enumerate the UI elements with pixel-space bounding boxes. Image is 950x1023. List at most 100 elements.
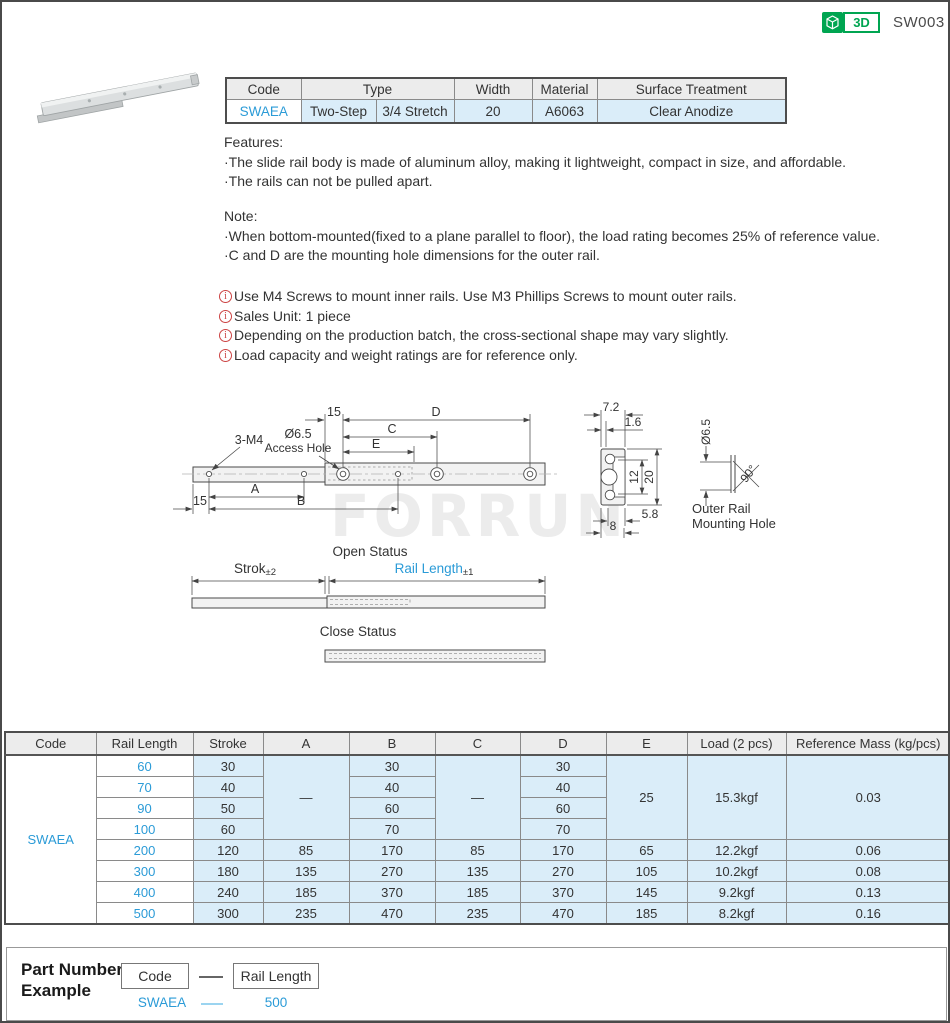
badge-3d-label[interactable]: 3D [843,12,880,33]
rail-length-cell[interactable]: 70 [95,776,194,798]
note-item: ·C and D are the mounting hole dimension… [224,247,600,263]
table-cell: 470 [519,902,607,925]
open-status-title: Open Status [332,544,407,559]
table-cell: 40 [519,776,607,798]
dim-label-15-bottom: 15 [193,494,207,508]
dim-header-row: Code Rail Length Stroke A B C D E Load (… [4,731,948,756]
close-status-title: Close Status [320,624,397,639]
dim-label-a: A [251,482,260,496]
part-number-example-title: Part Number Example [21,960,124,1000]
code-example-value: SWAEA [137,995,187,1010]
table-cell: 105 [605,860,688,882]
table-cell: 70 [519,818,607,840]
rail-length-cell[interactable]: 500 [95,902,194,925]
dim-header: C [434,731,521,756]
spec-table: Code Type Width Material Surface Treatme… [225,77,787,124]
table-cell: 60 [348,797,436,819]
table-cell: 170 [519,839,607,861]
table-cell: 10.2kgf [686,860,787,882]
stroke-dim-label: Strok±2 [234,561,276,578]
rail-length-cell[interactable]: 60 [95,754,194,777]
page-part-code: SW003 [893,14,945,31]
table-cell: 185 [605,902,688,925]
table-cell: 0.16 [785,902,948,925]
spec-header-material: Material [531,77,598,100]
table-cell: 50 [192,797,264,819]
table-row: SWAEA 60 30 — 30 — 30 25 15.3kgf 0.03 [4,754,948,925]
table-cell: 0.06 [785,839,948,861]
warning-text: Depending on the production batch, the c… [234,327,729,344]
spec-surface-value: Clear Anodize [596,99,787,124]
info-icon: i [219,348,232,362]
features-item: ·The rails can not be pulled apart. [224,173,433,189]
table-row: 300 180 135 270 135 270 105 10.2kgf 0.08 [5,860,948,882]
dim-label-e: E [372,437,380,451]
spec-header-row: Code Type Width Material Surface Treatme… [225,77,787,100]
warning-item: i Use M4 Screws to mount inner rails. Us… [219,287,737,307]
dim-label-8: 8 [610,519,617,533]
warning-text: Load capacity and weight ratings are for… [234,346,578,363]
dim-label-d: D [431,405,440,419]
rail-length-example-value: 500 [264,995,288,1010]
table-cell: 65 [605,839,688,861]
note-title: Note: [224,208,258,224]
table-cell: 120 [192,839,264,861]
rail-length-cell[interactable]: 200 [95,839,194,861]
dim-label-16: 1.6 [625,415,642,429]
rail-length-cell[interactable]: 300 [95,860,194,882]
watermark: FORRUN [330,482,628,550]
dim-label-20: 20 [642,470,656,484]
spec-value-row: SWAEA Two-Step 3/4 Stretch 20 A6063 Clea… [225,99,787,124]
table-cell: 30 [348,754,436,777]
table-cell: 60 [519,797,607,819]
table-cell: 40 [192,776,264,798]
table-cell: 300 [192,902,264,925]
rail-length-dim-label: Rail Length±1 [395,561,474,578]
warning-text: Use M4 Screws to mount inner rails. Use … [234,288,737,304]
spec-type-stretch: 3/4 Stretch [375,99,455,124]
dim-header: D [519,731,607,756]
table-cell: 135 [262,860,350,882]
table-row: 400 240 185 370 185 370 145 9.2kgf 0.13 [5,881,948,903]
rail-length-label-box: Rail Length [233,963,319,989]
dim-header: Code [4,731,97,756]
rail-length-cell[interactable]: 400 [95,881,194,903]
note-block: Note: ·When bottom-mounted(fixed to a pl… [224,207,880,266]
technical-drawing: FORRUN 3-M4 Ø6.5 Access Hole [173,400,776,663]
dim-header: Stroke [192,731,264,756]
table-cell: 12.2kgf [686,839,787,861]
table-cell: 235 [262,902,350,925]
table-cell: — [434,754,521,840]
dim-label-58: 5.8 [642,507,659,521]
warning-text: Sales Unit: 1 piece [234,307,351,324]
rail-length-cell[interactable]: 100 [95,818,194,840]
dim-label-72: 7.2 [603,400,620,414]
warning-item: i Load capacity and weight ratings are f… [219,346,737,366]
table-cell: 25 [605,754,688,840]
dim-header: Rail Length [95,731,194,756]
table-cell: 185 [262,881,350,903]
table-cell: 60 [192,818,264,840]
mounting-hole-label-1: Outer Rail [692,501,751,516]
spec-header-surface: Surface Treatment [596,77,787,100]
warning-item: i Sales Unit: 1 piece [219,307,737,327]
badge-3d-group[interactable]: 3D [822,12,880,33]
mounting-hole-dia-label: Ø6.5 [699,419,713,445]
dim-header: B [348,731,436,756]
spec-code-value[interactable]: SWAEA [225,99,302,124]
table-cell: 30 [519,754,607,777]
table-cell: 30 [192,754,264,777]
table-cell: 15.3kgf [686,754,787,840]
table-cell: 0.13 [785,881,948,903]
table-cell: 8.2kgf [686,902,787,925]
table-cell: — [262,754,350,840]
dim-label-access-hole: Access Hole [265,441,332,455]
code-cell[interactable]: SWAEA [4,754,97,925]
table-row: 90 50 60 60 [5,797,948,819]
code-label-box: Code [121,963,189,989]
spec-width-value: 20 [453,99,533,124]
table-cell: 135 [434,860,521,882]
rail-length-cell[interactable]: 90 [95,797,194,819]
spec-header-width: Width [453,77,533,100]
